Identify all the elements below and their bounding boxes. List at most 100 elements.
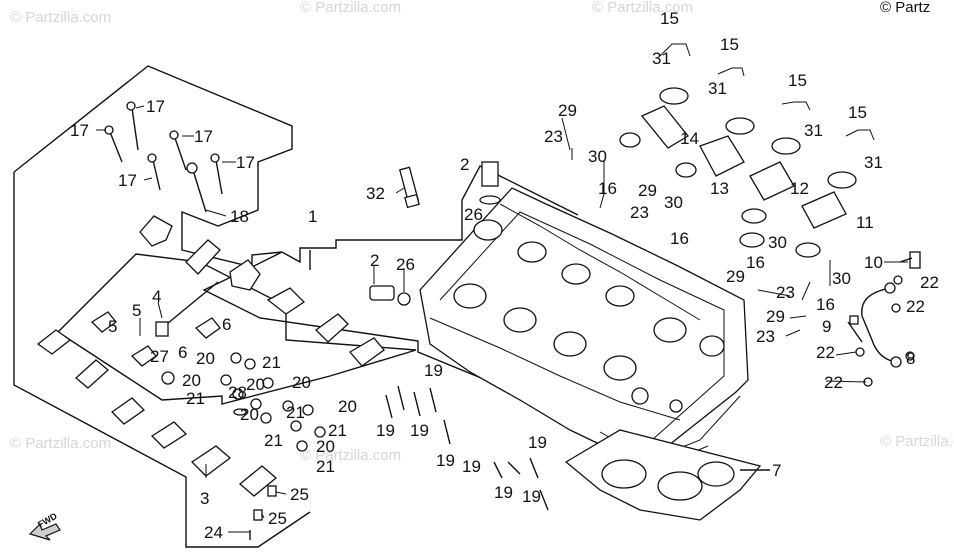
outline-bracket bbox=[281, 165, 579, 264]
callout-30: 30 bbox=[664, 193, 683, 212]
callout-19: 19 bbox=[522, 487, 541, 506]
callout-2: 2 bbox=[460, 155, 469, 174]
oil-pipe bbox=[847, 251, 921, 387]
callout-20: 20 bbox=[316, 437, 335, 456]
callout-29: 29 bbox=[638, 181, 657, 200]
callout-26: 26 bbox=[396, 255, 415, 274]
intake-group bbox=[619, 87, 857, 258]
callout-25: 25 bbox=[268, 509, 287, 528]
callout-15: 15 bbox=[848, 103, 867, 122]
callout-21: 21 bbox=[286, 403, 305, 422]
callout-8: 8 bbox=[906, 349, 915, 368]
callout-20: 20 bbox=[338, 397, 357, 416]
watermark: © Partzilla.com bbox=[300, 447, 401, 464]
callout-19: 19 bbox=[462, 457, 481, 476]
callout-17: 17 bbox=[236, 153, 255, 172]
stud-group bbox=[385, 385, 549, 511]
callout-29: 29 bbox=[766, 307, 785, 326]
callout-16: 16 bbox=[670, 229, 689, 248]
callout-17: 17 bbox=[118, 171, 137, 190]
callout-10: 10 bbox=[864, 253, 883, 272]
callout-20: 20 bbox=[182, 371, 201, 390]
callout-21: 21 bbox=[262, 353, 281, 372]
callout-19: 19 bbox=[436, 451, 455, 470]
callout-26: 26 bbox=[464, 205, 483, 224]
watermark: © Partzilla.com bbox=[10, 9, 111, 26]
callout-20: 20 bbox=[246, 375, 265, 394]
callout-22: 22 bbox=[906, 297, 925, 316]
fitting-parts bbox=[369, 161, 501, 306]
watermark: © Partzilla.com bbox=[592, 0, 693, 16]
callout-21: 21 bbox=[186, 389, 205, 408]
callout-24: 24 bbox=[204, 523, 223, 542]
callout-6: 6 bbox=[178, 343, 187, 362]
callout-31: 31 bbox=[864, 153, 883, 172]
watermark: © Partzilla.com bbox=[10, 435, 111, 452]
callout-20: 20 bbox=[292, 373, 311, 392]
callout-19: 19 bbox=[528, 433, 547, 452]
outline-frame bbox=[13, 65, 537, 395]
callout-32: 32 bbox=[366, 184, 385, 203]
callout-21: 21 bbox=[328, 421, 347, 440]
callout-5: 5 bbox=[108, 317, 117, 336]
callout-19: 19 bbox=[424, 361, 443, 380]
callout-23: 23 bbox=[756, 327, 775, 346]
callout-19: 19 bbox=[376, 421, 395, 440]
callout-22: 22 bbox=[816, 343, 835, 362]
callout-15: 15 bbox=[720, 35, 739, 54]
callout-31: 31 bbox=[804, 121, 823, 140]
callout-12: 12 bbox=[790, 179, 809, 198]
callout-29: 29 bbox=[558, 101, 577, 120]
spark-plug bbox=[398, 166, 420, 209]
outline-bracket bbox=[251, 251, 283, 269]
copyright-notice: © Partz bbox=[880, 0, 930, 16]
callout-16: 16 bbox=[746, 253, 765, 272]
callout-31: 31 bbox=[652, 49, 671, 68]
callout-brackets bbox=[599, 43, 875, 209]
callout-17: 17 bbox=[70, 121, 89, 140]
callout-2: 2 bbox=[370, 251, 379, 270]
callout-31: 31 bbox=[708, 79, 727, 98]
callout-30: 30 bbox=[832, 269, 851, 288]
leader-lines bbox=[96, 105, 908, 533]
callout-labels: 17 17 17 17 17 18 1 32 2 26 2 26 4 5 5 6… bbox=[70, 9, 939, 542]
watermark: © Partzilla.com bbox=[880, 433, 954, 450]
callout-6: 6 bbox=[222, 315, 231, 334]
outline-subframe bbox=[57, 253, 417, 405]
callout-16: 16 bbox=[816, 295, 835, 314]
callout-16: 16 bbox=[598, 179, 617, 198]
callout-9: 9 bbox=[822, 317, 831, 336]
bolt-group bbox=[104, 101, 223, 213]
callout-22: 22 bbox=[824, 373, 843, 392]
callout-19: 19 bbox=[494, 483, 513, 502]
cam-cap-group bbox=[36, 215, 385, 497]
fwd-arrow-icon: FWD bbox=[28, 511, 61, 541]
callout-17: 17 bbox=[146, 97, 165, 116]
callout-23: 23 bbox=[630, 203, 649, 222]
callout-3: 3 bbox=[200, 489, 209, 508]
watermarks: © Partzilla.com © Partzilla.com © Partzi… bbox=[10, 0, 954, 464]
callout-11: 11 bbox=[856, 213, 874, 232]
callout-1: 1 bbox=[308, 207, 317, 226]
watermark: © Partzilla.com bbox=[300, 0, 401, 16]
callout-18: 18 bbox=[230, 207, 249, 226]
callout-15: 15 bbox=[660, 9, 679, 28]
callout-14: 14 bbox=[680, 129, 699, 148]
head-gasket bbox=[564, 429, 770, 521]
callout-21: 21 bbox=[264, 431, 283, 450]
callout-23: 23 bbox=[776, 283, 795, 302]
callout-28: 28 bbox=[228, 383, 247, 402]
callout-22: 22 bbox=[920, 273, 939, 292]
callout-7: 7 bbox=[772, 461, 781, 480]
callout-15: 15 bbox=[788, 71, 807, 90]
callout-27: 27 bbox=[150, 347, 169, 366]
callout-29: 29 bbox=[726, 267, 745, 286]
callout-30: 30 bbox=[588, 147, 607, 166]
callout-23: 23 bbox=[544, 127, 563, 146]
outline-frame bbox=[13, 172, 311, 548]
callout-25: 25 bbox=[290, 485, 309, 504]
callout-20: 20 bbox=[240, 405, 259, 424]
callout-17: 17 bbox=[194, 127, 213, 146]
